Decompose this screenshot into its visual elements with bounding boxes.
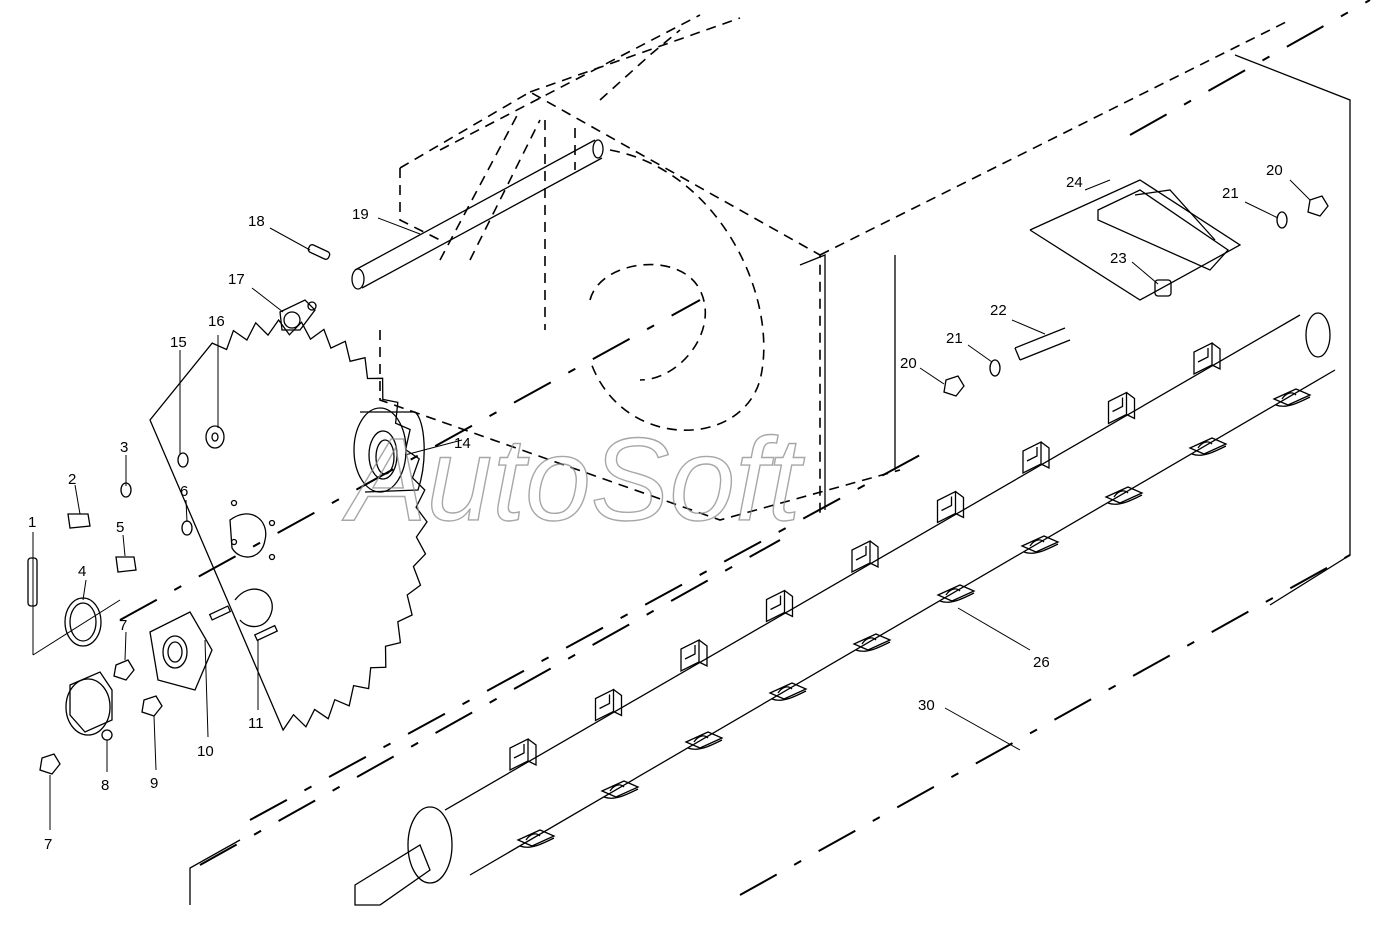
callout-20-right: 20: [1266, 162, 1283, 179]
paddle-upper: [1193, 341, 1221, 376]
callout-15: 15: [170, 334, 187, 351]
callout-11: 11: [248, 715, 264, 732]
callout-19: 19: [352, 206, 369, 223]
hardware-right: [943, 195, 1329, 397]
callout-10: 10: [197, 743, 214, 760]
paddles-upper-row: [509, 341, 1221, 772]
paddle-lower: [516, 829, 556, 848]
callout-7-lower: 7: [44, 836, 52, 853]
paddle-lower: [852, 633, 892, 652]
callout-17: 17: [228, 271, 245, 288]
callout-4: 4: [78, 563, 86, 580]
callout-22: 22: [990, 302, 1007, 319]
callout-14: 14: [454, 435, 471, 452]
callout-2: 2: [68, 471, 76, 488]
paddle-upper: [1022, 440, 1050, 475]
callout-1: 1: [28, 514, 36, 531]
paddle-lower: [600, 780, 640, 799]
link-arm-24: [1029, 179, 1242, 301]
paddle-lower: [1188, 437, 1228, 456]
callout-26: 26: [1033, 654, 1050, 671]
paddles-lower-row: [516, 388, 1312, 848]
paddle-upper: [680, 638, 708, 673]
paddle-upper: [851, 539, 879, 574]
leader-lines: [32, 179, 1311, 830]
shaft-19: [351, 139, 604, 290]
hardware-left: [27, 425, 279, 775]
callout-21-left: 21: [946, 330, 963, 347]
callout-24: 24: [1066, 174, 1083, 191]
callout-6: 6: [180, 483, 188, 500]
bearing-flange-14: [353, 407, 425, 493]
paddle-upper: [509, 737, 537, 772]
center-lines: [119, 0, 1371, 896]
paddle-lower: [684, 731, 724, 750]
watermark: AutoSoft: [342, 414, 805, 546]
callout-16: 16: [208, 313, 225, 330]
paddle-lower: [768, 682, 808, 701]
callout-9: 9: [150, 775, 158, 792]
frame-housing: [379, 14, 1291, 521]
paddle-upper: [1107, 391, 1136, 425]
callout-30: 30: [918, 697, 935, 714]
callout-8: 8: [101, 777, 109, 794]
callout-3: 3: [120, 439, 128, 456]
callout-23: 23: [1110, 250, 1127, 267]
paddle-lower: [1272, 388, 1312, 407]
large-sprocket: [149, 318, 428, 732]
callout-5: 5: [116, 519, 124, 536]
side-panel: [189, 54, 1351, 905]
callout-21-right: 21: [1222, 185, 1239, 202]
paddle-upper: [765, 589, 794, 623]
paddle-lower: [1104, 486, 1144, 505]
callout-labels: 1 2 3 4 5 6 7 7 8 9 10 11 14 15 16 17 18…: [28, 162, 1283, 853]
paddle-lower: [1020, 535, 1060, 554]
callout-7-upper: 7: [119, 617, 127, 634]
fitting-17: [279, 299, 317, 331]
paddle-upper: [594, 688, 623, 722]
paddle-upper: [936, 490, 965, 524]
paddle-lower: [936, 584, 976, 603]
auger-assembly-26: [354, 312, 1336, 906]
callout-18: 18: [248, 213, 265, 230]
callout-20-left: 20: [900, 355, 917, 372]
pin-18: [307, 244, 331, 260]
